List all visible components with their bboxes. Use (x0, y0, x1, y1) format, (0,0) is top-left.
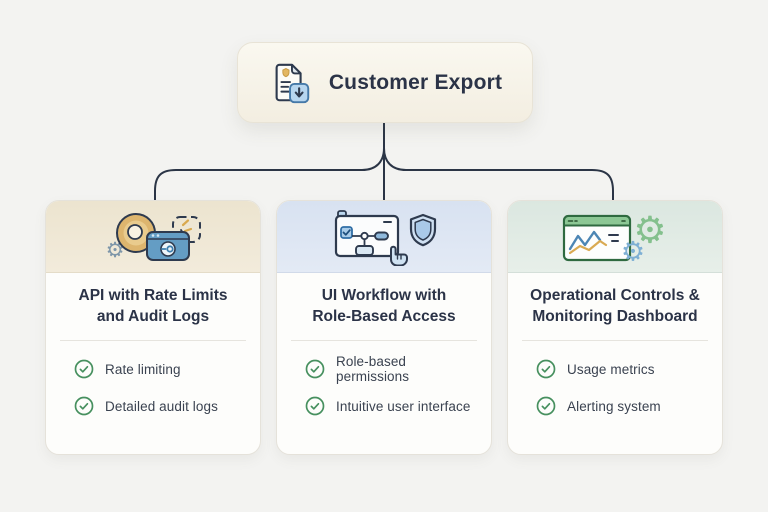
check-item-role-permissions: Role-based permissions (305, 354, 481, 384)
api-gauge-icons: ⚙ (106, 212, 201, 262)
check-item-label: Alerting system (567, 398, 661, 414)
workflow-shield-icons (334, 209, 437, 266)
check-circle-icon (74, 396, 94, 416)
document-download-icon (275, 63, 310, 103)
check-circle-icon (536, 396, 556, 416)
divider (522, 340, 708, 341)
divider (291, 340, 477, 341)
card-api-rate-limits: ⚙ API with Rate Limits and Audit Logs (45, 200, 261, 455)
check-item-intuitive-ui: Intuitive user interface (305, 394, 481, 418)
check-item-rate-limiting: Rate limiting (74, 357, 250, 381)
card-workflow-checklist: Role-based permissions Intuitive user in… (277, 341, 491, 418)
connector-right (383, 147, 614, 201)
check-item-audit-logs: Detailed audit logs (74, 394, 250, 418)
connector-left (154, 147, 385, 201)
card-ops-title: Operational Controls & Monitoring Dashbo… (530, 287, 700, 325)
svg-text:⚙: ⚙ (633, 208, 666, 251)
check-circle-icon (305, 396, 325, 416)
card-api-checklist: Rate limiting Detailed audit logs (46, 341, 260, 418)
card-operational-controls: ⚙ ⚙ Operational Controls & Monitoring Da… (507, 200, 723, 455)
check-circle-icon (536, 359, 556, 379)
check-item-usage-metrics: Usage metrics (536, 357, 712, 381)
root-node-label: Customer Export (328, 70, 503, 94)
card-api-header: ⚙ (46, 201, 260, 273)
card-workflow-header (277, 201, 491, 273)
divider (60, 340, 246, 341)
check-item-label: Rate limiting (105, 361, 181, 377)
check-item-label: Usage metrics (567, 361, 655, 377)
check-item-alerting-system: Alerting system (536, 394, 712, 418)
card-ui-workflow: UI Workflow with Role-Based Access Role-… (276, 200, 492, 455)
card-api-title: API with Rate Limits and Audit Logs (78, 287, 228, 325)
root-node-customer-export: Customer Export (237, 42, 533, 123)
check-item-label: Detailed audit logs (105, 398, 218, 414)
card-workflow-title: UI Workflow with Role-Based Access (312, 287, 456, 325)
card-ops-checklist: Usage metrics Alerting system (508, 341, 722, 418)
check-item-label: Intuitive user interface (336, 398, 471, 414)
check-circle-icon (74, 359, 94, 379)
check-item-label: Role-based permissions (336, 354, 410, 384)
dashboard-gears-icons: ⚙ ⚙ (562, 208, 667, 266)
svg-text:⚙: ⚙ (621, 236, 645, 266)
card-ops-header: ⚙ ⚙ (508, 201, 722, 273)
check-circle-icon (305, 359, 325, 379)
